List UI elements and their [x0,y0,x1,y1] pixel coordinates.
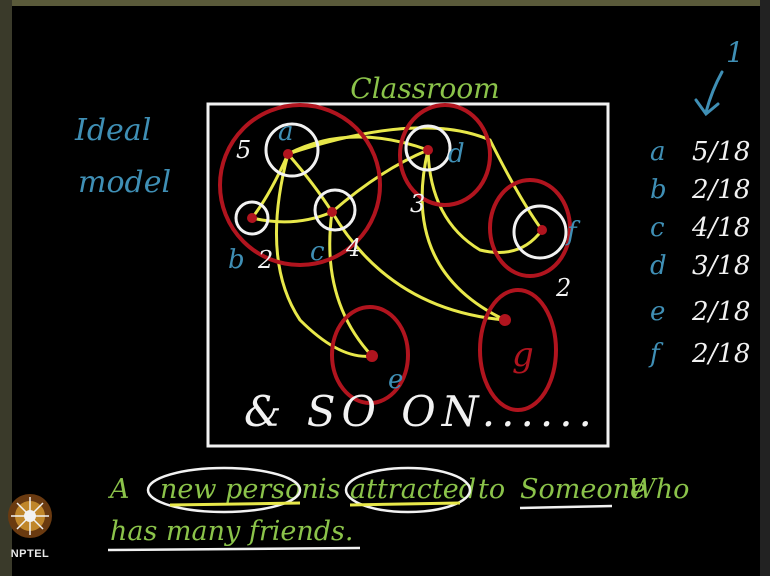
caption-word-who: Who [628,474,689,505]
prob-value-a: 5/18 [692,137,750,167]
prob-value-e: 2/18 [691,297,750,327]
prob-value-b: 2/18 [691,175,750,205]
degree-labels: 5 2 4 3 2 [236,136,571,302]
edge-a-e [274,152,374,358]
classroom-box [206,102,610,448]
degree-f: 2 [555,274,571,302]
caption-line-1: A new person is attracted to Someone Who [107,474,689,505]
red-circle-d [398,103,492,207]
prob-node-e: e [650,297,665,327]
node-circle-c [313,188,357,232]
degree-b: 2 [257,246,273,274]
probability-list: a 5/18 b 2/18 c 4/18 d 3/18 e 2/18 f 2/1… [648,137,750,369]
frame-right [760,0,770,576]
node-label-e: e [388,365,403,395]
red-circles [218,103,572,412]
caption-word-new-person: new person [160,474,319,505]
edge-d-f [426,148,544,254]
node-circles [234,122,568,260]
underline-line-2 [107,546,361,552]
edge-a-f [286,126,544,232]
caption-word-is: is [318,474,341,505]
edge-c-g [330,210,507,322]
edge-c-e [328,210,374,358]
node-circle-b [234,200,270,236]
prob-node-c: c [650,213,665,243]
nptel-logo-icon [8,494,52,538]
so-on-text: & SO ON...... [244,387,598,436]
red-circle-cluster [218,103,382,267]
node-label-d: d [448,139,465,169]
prob-value-f: 2/18 [691,339,750,369]
prob-node-b: b [650,175,667,205]
classroom-title: Classroom [350,72,499,105]
side-label-model: model [78,165,171,200]
edges [250,126,544,358]
frame-left [0,0,12,576]
degree-a: 5 [236,136,251,164]
side-label-ideal: Ideal [74,113,151,148]
node-label-g: g [512,335,534,375]
edge-d-g [420,148,507,322]
arrow-label: 1 [726,36,744,69]
node-label-b: b [228,245,245,275]
node-label-f: f [565,217,581,247]
prob-node-f: f [648,339,664,369]
node-circle-f [512,204,568,260]
node-circle-a [264,122,320,178]
prob-node-a: a [650,137,666,167]
circle-new-person [146,466,302,514]
edge-a-c [286,152,334,214]
red-circle-f [488,178,572,278]
degree-c: 4 [345,234,361,262]
prob-value-c: 4/18 [691,213,750,243]
caption-word-a: A [107,474,130,505]
down-arrow [694,70,724,117]
underline-attracted [349,501,461,507]
nptel-logo-text: NPTEL [10,548,50,560]
prob-value-d: 3/18 [692,251,750,281]
underline-new-person [169,501,301,507]
caption-line-2: has many friends. [110,516,353,547]
prob-node-d: d [650,251,667,281]
node-label-c: c [310,237,325,267]
red-circle-g [478,288,558,412]
node-circle-d [404,124,452,172]
underline-someone [519,504,613,510]
caption-word-attracted: attracted [350,474,476,505]
node-dots [247,145,547,362]
edge-b-c [250,210,334,224]
degree-d: 3 [410,190,425,218]
caption-word-someone: Someone [520,474,646,505]
frame-top [0,0,770,6]
red-circle-e [330,305,410,405]
node-label-a: a [278,117,294,147]
circle-attracted [344,466,472,514]
caption-word-to: to [478,474,505,505]
